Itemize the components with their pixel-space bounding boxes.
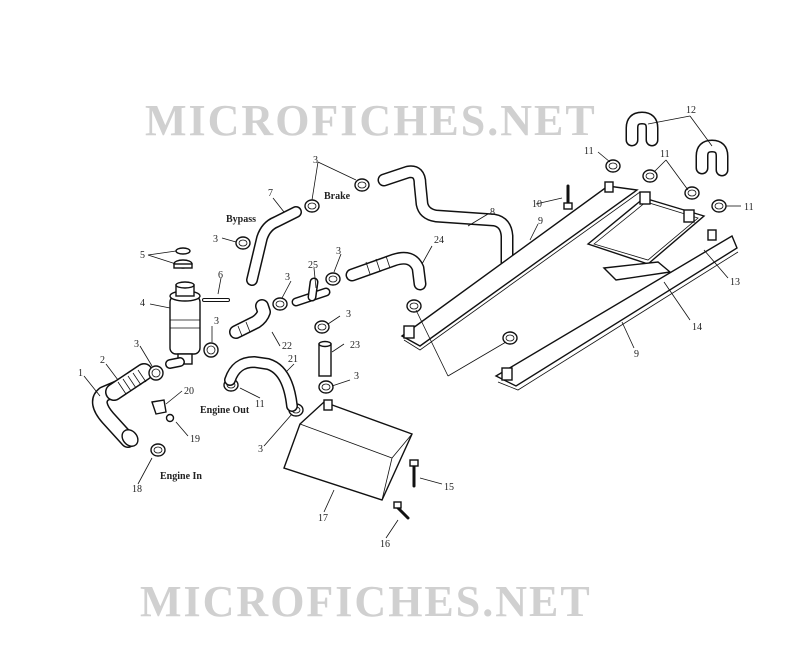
clamp-part-3-mid-b: [325, 272, 341, 286]
hose-part-24: [345, 251, 427, 291]
fastener-part-15: [409, 459, 419, 488]
callout-13: 13: [730, 277, 740, 288]
label-bypass: Bypass: [226, 214, 256, 225]
tee-fitting-part-25: [291, 277, 331, 307]
callout-11-b: 11: [660, 149, 670, 160]
clamp-part-3-mid-a: [272, 297, 288, 311]
clamp-part-3-brake-b: [354, 178, 370, 192]
hose-part-1: [91, 380, 139, 448]
clamp-part-3-rail-a: [406, 299, 422, 313]
callout-4: 4: [140, 298, 145, 309]
callout-3-mid-a: 3: [285, 272, 290, 283]
callout-24: 24: [434, 235, 444, 246]
callout-3-tank: 3: [214, 316, 219, 327]
bracket-part-20: [151, 399, 167, 415]
callout-1: 1: [78, 368, 83, 379]
clamp-part-11-d: [711, 199, 727, 213]
clamp-part-3-pipe: [318, 380, 334, 394]
clamp-part-11-b: [642, 169, 658, 183]
cover-part-17: [283, 399, 413, 501]
leader-lines: [83, 115, 741, 539]
callout-7: 7: [268, 188, 273, 199]
callout-3-bypass: 3: [213, 234, 218, 245]
callout-10: 10: [532, 199, 542, 210]
clamp-part-11-a: [605, 159, 621, 173]
coupler-part-2: [105, 363, 153, 401]
callout-11-c: 11: [744, 202, 754, 213]
clamp-part-11-c: [684, 186, 700, 200]
callout-25: 25: [308, 260, 318, 271]
callout-14: 14: [692, 322, 702, 333]
callout-17: 17: [318, 513, 328, 524]
callout-12: 12: [686, 105, 696, 116]
watermark-top: MICROFICHES.NET: [145, 96, 597, 145]
fastener-part-16: [393, 501, 410, 520]
bypass-hose-part-7: [246, 206, 302, 286]
label-engine-in: Engine In: [160, 471, 202, 482]
callout-16: 16: [380, 539, 390, 550]
callout-11-d: 11: [255, 399, 265, 410]
clamp-part-3-brake-a: [304, 199, 320, 213]
clamp-part-3-left: [148, 365, 164, 381]
bolt-part-10: [563, 184, 573, 210]
callout-6: 6: [218, 270, 223, 281]
clamp-part-3-bypass: [235, 236, 251, 250]
callout-11-a: 11: [584, 146, 594, 157]
callout-21: 21: [288, 354, 298, 365]
rail-part-9-upper: [400, 181, 641, 351]
coolant-tank-part-4: [165, 281, 201, 369]
elbow-part-22: [229, 299, 271, 339]
nut-part-19: [165, 413, 175, 423]
label-engine-out: Engine Out: [200, 405, 250, 416]
callout-23: 23: [350, 340, 360, 351]
engine-out-hose-part-21: [224, 356, 298, 412]
callout-19: 19: [190, 434, 200, 445]
callout-15: 15: [444, 482, 454, 493]
callout-3-mid-c: 3: [346, 309, 351, 320]
callout-9-lower: 9: [634, 349, 639, 360]
label-brake: Brake: [324, 191, 351, 202]
plate-part-14: [602, 261, 672, 281]
callout-18: 18: [132, 484, 142, 495]
clamp-part-3-tank: [203, 342, 219, 358]
callout-3-lower: 3: [258, 444, 263, 455]
u-hose-part-12-b: [695, 139, 729, 177]
callout-3-pipe: 3: [354, 371, 359, 382]
callout-3-left: 3: [134, 339, 139, 350]
heat-exchanger-part-13: [586, 191, 706, 265]
callout-20: 20: [184, 386, 194, 397]
callout-22: 22: [282, 341, 292, 352]
callout-5: 5: [140, 250, 145, 261]
clamp-part-3-mid-c: [314, 320, 330, 334]
callout-3-mid-b: 3: [336, 246, 341, 257]
watermark-bottom: MICROFICHES.NET: [140, 577, 592, 626]
clamp-part-18: [150, 443, 166, 457]
rail-part-9-lower: [494, 229, 739, 391]
callout-3-brake: 3: [313, 155, 318, 166]
pipe-part-23: [318, 340, 332, 377]
brake-hose-part-8: [377, 165, 514, 269]
clamp-part-3-rail-b: [502, 331, 518, 345]
callout-8: 8: [490, 207, 495, 218]
callout-2: 2: [100, 355, 105, 366]
u-hose-part-12-a: [625, 111, 659, 147]
callout-9-upper: 9: [538, 216, 543, 227]
cap-part-5: [173, 247, 193, 269]
